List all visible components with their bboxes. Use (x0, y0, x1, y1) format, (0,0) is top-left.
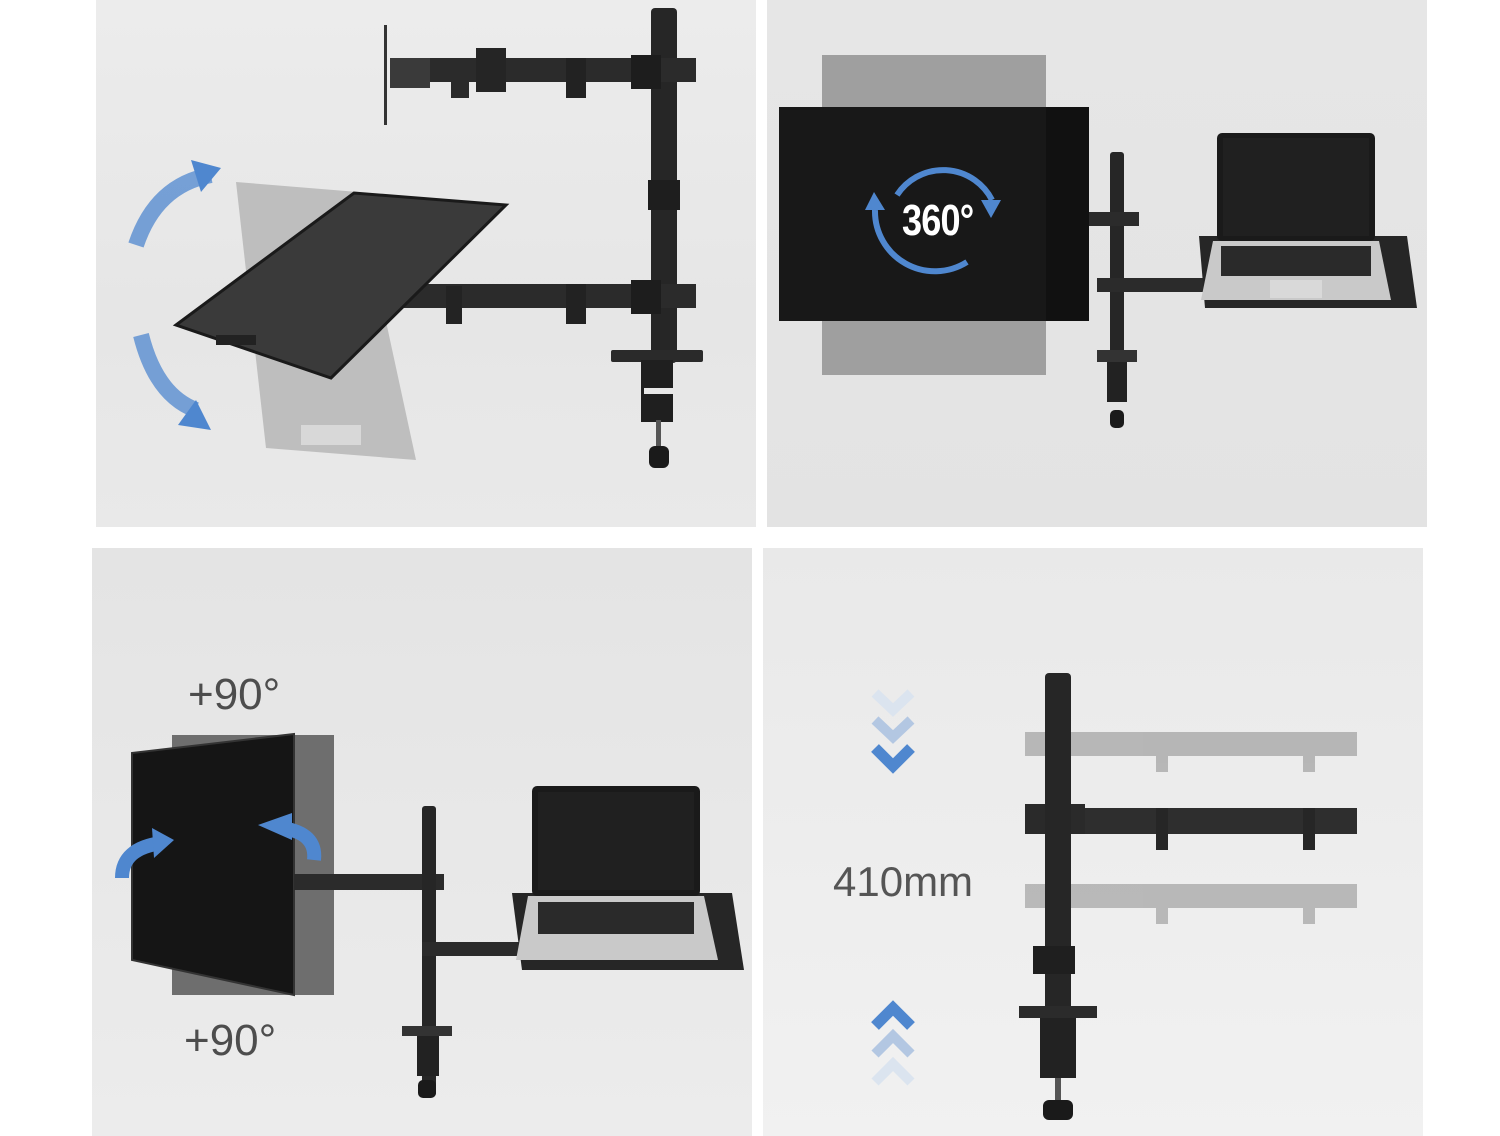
height-range-label: 410mm (833, 858, 974, 905)
ghost-arm-top (1025, 732, 1357, 772)
arrow-up-icon (871, 1000, 915, 1086)
swivel-label-bottom: +90° (184, 1016, 277, 1065)
ghost-arm-bottom (1025, 884, 1357, 924)
swivel-label-top: +90° (188, 670, 281, 719)
swivel-illustration (115, 732, 744, 1098)
height-illustration (871, 673, 1357, 1120)
tilt-illustration (128, 8, 703, 468)
panel-rotate: 360° (767, 0, 1427, 527)
rotation-label: 360° (902, 196, 974, 245)
current-arm (1025, 804, 1357, 850)
panel-tilt (96, 0, 756, 527)
panel-swivel: +90° +90° (92, 548, 752, 1136)
arrow-down-icon (871, 689, 915, 774)
rotate-illustration (779, 55, 1417, 428)
tilt-down-arrow (133, 332, 200, 418)
panel-height: 410mm (763, 548, 1423, 1136)
